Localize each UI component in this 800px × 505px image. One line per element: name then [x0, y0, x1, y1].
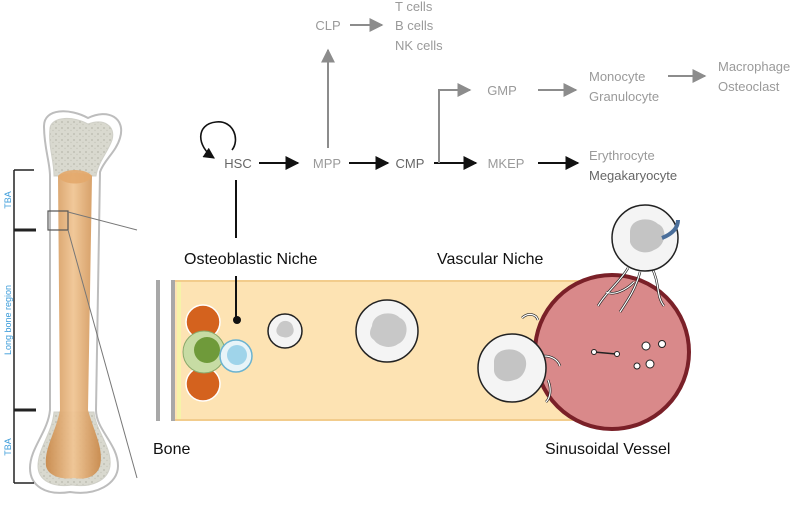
bone-region-bracket — [13, 169, 36, 484]
label-vascular-niche: Vascular Niche — [437, 251, 544, 268]
label-b-cells: B cells — [395, 18, 434, 33]
label-megakaryocyte: Megakaryocyte — [589, 168, 677, 183]
sinusoidal-vessel — [533, 273, 691, 431]
hsc-self-renewal-arrow — [199, 121, 237, 159]
perivascular-cell — [477, 313, 562, 403]
label-nk-cells: NK cells — [395, 38, 443, 53]
label-mpp: MPP — [313, 156, 341, 171]
label-tba-top: TBA — [3, 191, 13, 209]
label-long-bone-region: Long bone region — [3, 285, 13, 355]
hierarchy-arrows — [199, 18, 707, 324]
label-osteoblastic-niche: Osteoblastic Niche — [184, 251, 317, 268]
osteoblastic-cell-cluster — [182, 304, 253, 402]
bone-surface — [156, 280, 160, 421]
label-erythrocyte: Erythrocyte — [589, 148, 655, 163]
label-macrophage: Macrophage — [718, 59, 790, 74]
bone-epiphysis-top — [49, 118, 114, 177]
label-bone: Bone — [153, 441, 190, 458]
megakaryocyte-cell — [596, 204, 680, 313]
label-hsc: HSC — [224, 156, 251, 171]
marrow-cells — [267, 299, 419, 363]
label-clp: CLP — [315, 18, 340, 33]
long-bone-illustration — [28, 110, 138, 494]
label-monocyte: Monocyte — [589, 69, 645, 84]
label-sinusoidal-vessel: Sinusoidal Vessel — [545, 441, 670, 458]
label-t-cells: T cells — [395, 0, 433, 14]
label-granulocyte: Granulocyte — [589, 89, 659, 104]
bone-marrow-shaft — [45, 173, 101, 479]
label-tba-bottom: TBA — [3, 438, 13, 456]
label-cmp: CMP — [396, 156, 425, 171]
label-osteoclast: Osteoclast — [718, 79, 780, 94]
niche-stromal-nucleus — [194, 337, 220, 363]
label-gmp: GMP — [487, 83, 517, 98]
label-mkep: MKEP — [488, 156, 525, 171]
zoom-box — [47, 210, 69, 231]
